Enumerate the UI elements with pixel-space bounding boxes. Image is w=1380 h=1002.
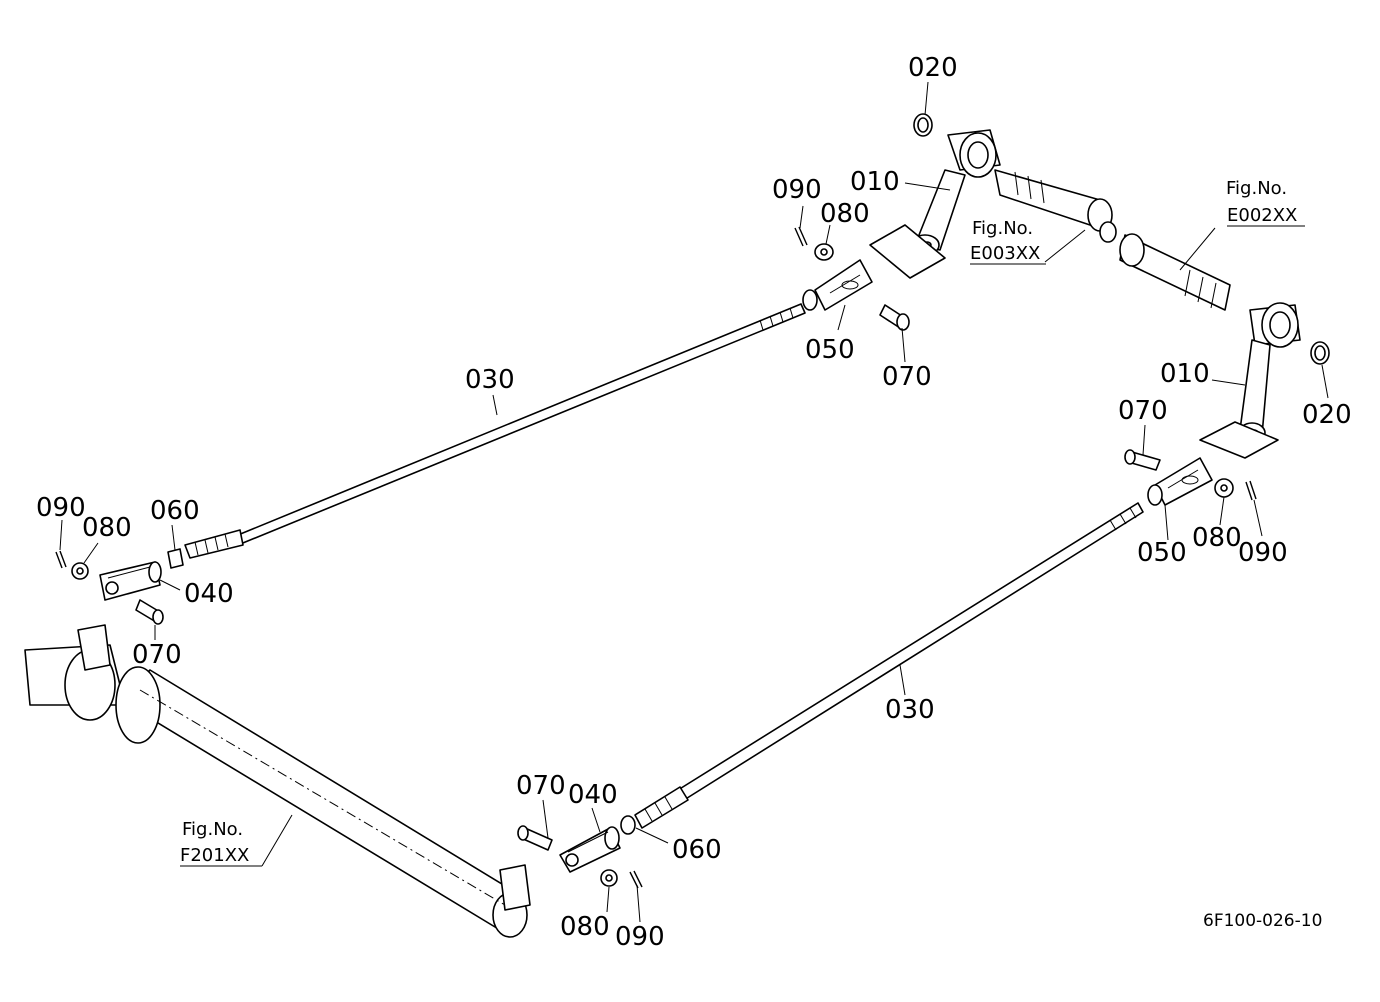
circlip-020-right	[1310, 341, 1330, 365]
callout-020-top: 020	[908, 53, 958, 83]
callout-030-lower: 030	[885, 695, 935, 725]
cotter-pin-090-left	[55, 550, 67, 569]
leader-lines	[59, 81, 1329, 923]
pedal-arm-010-right	[1199, 302, 1301, 459]
callout-090-left: 090	[36, 493, 86, 523]
callout-050-right: 050	[1137, 538, 1187, 568]
figref-f201-code: F201XX	[180, 845, 249, 866]
circlip-020-top	[913, 113, 933, 137]
nut-060-left	[167, 548, 184, 569]
figref-e002-code: E002XX	[1227, 205, 1297, 226]
callout-070-right: 070	[1118, 396, 1168, 426]
callout-020-right: 020	[1302, 400, 1352, 430]
callout-010-right: 010	[1160, 359, 1210, 389]
callout-030-upper: 030	[465, 365, 515, 395]
callout-080-bottom: 080	[560, 912, 610, 942]
clevis-pin-070-bottom	[517, 825, 553, 851]
rod-030-upper	[184, 303, 806, 559]
shaft-e002	[1119, 233, 1231, 311]
cotter-pin-090-bottom	[629, 870, 643, 889]
callout-060-bottom: 060	[672, 835, 722, 865]
cross-shaft	[24, 624, 531, 938]
callout-050-top: 050	[805, 335, 855, 365]
callout-040-bottom: 040	[568, 780, 618, 810]
washer-080-left	[71, 562, 89, 580]
cotter-pin-090-upper	[794, 226, 808, 247]
clevis-pin-070-left	[135, 599, 164, 625]
pedal-arm-010-left	[869, 129, 1001, 279]
figref-e002-prefix: Fig.No.	[1226, 178, 1287, 199]
figref-e003-code: E003XX	[970, 243, 1040, 264]
callout-090-right: 090	[1238, 538, 1288, 568]
callout-070-top: 070	[882, 362, 932, 392]
clevis-pin-070-right	[1124, 449, 1161, 471]
callout-070-left: 070	[132, 640, 182, 670]
callout-080-right: 080	[1192, 523, 1242, 553]
figref-e003-prefix: Fig.No.	[972, 218, 1033, 239]
drawing-code: 6F100-026-10	[1203, 911, 1322, 931]
rod-030-lower	[634, 502, 1144, 829]
callout-080-left: 080	[82, 513, 132, 543]
callout-060-left: 060	[150, 496, 200, 526]
clevis-050-upper	[802, 259, 873, 311]
callout-090-top: 090	[772, 175, 822, 205]
callout-090-bottom: 090	[615, 922, 665, 952]
nut-060-bottom	[620, 815, 636, 835]
washer-080-upper	[814, 243, 834, 261]
cotter-pin-090-right	[1245, 480, 1257, 501]
callout-070-bottom: 070	[516, 771, 566, 801]
clevis-050-right	[1147, 457, 1213, 506]
clevis-pin-070-upper	[879, 304, 910, 331]
clevis-040-bottom	[559, 826, 621, 873]
figref-f201-prefix: Fig.No.	[182, 819, 243, 840]
callout-080-top: 080	[820, 199, 870, 229]
clevis-040-left	[99, 561, 162, 601]
callout-040-left: 040	[184, 579, 234, 609]
washer-080-bottom	[600, 869, 618, 887]
shaft-e003	[994, 169, 1117, 243]
callout-010-top: 010	[850, 167, 900, 197]
washer-080-right	[1214, 478, 1234, 498]
